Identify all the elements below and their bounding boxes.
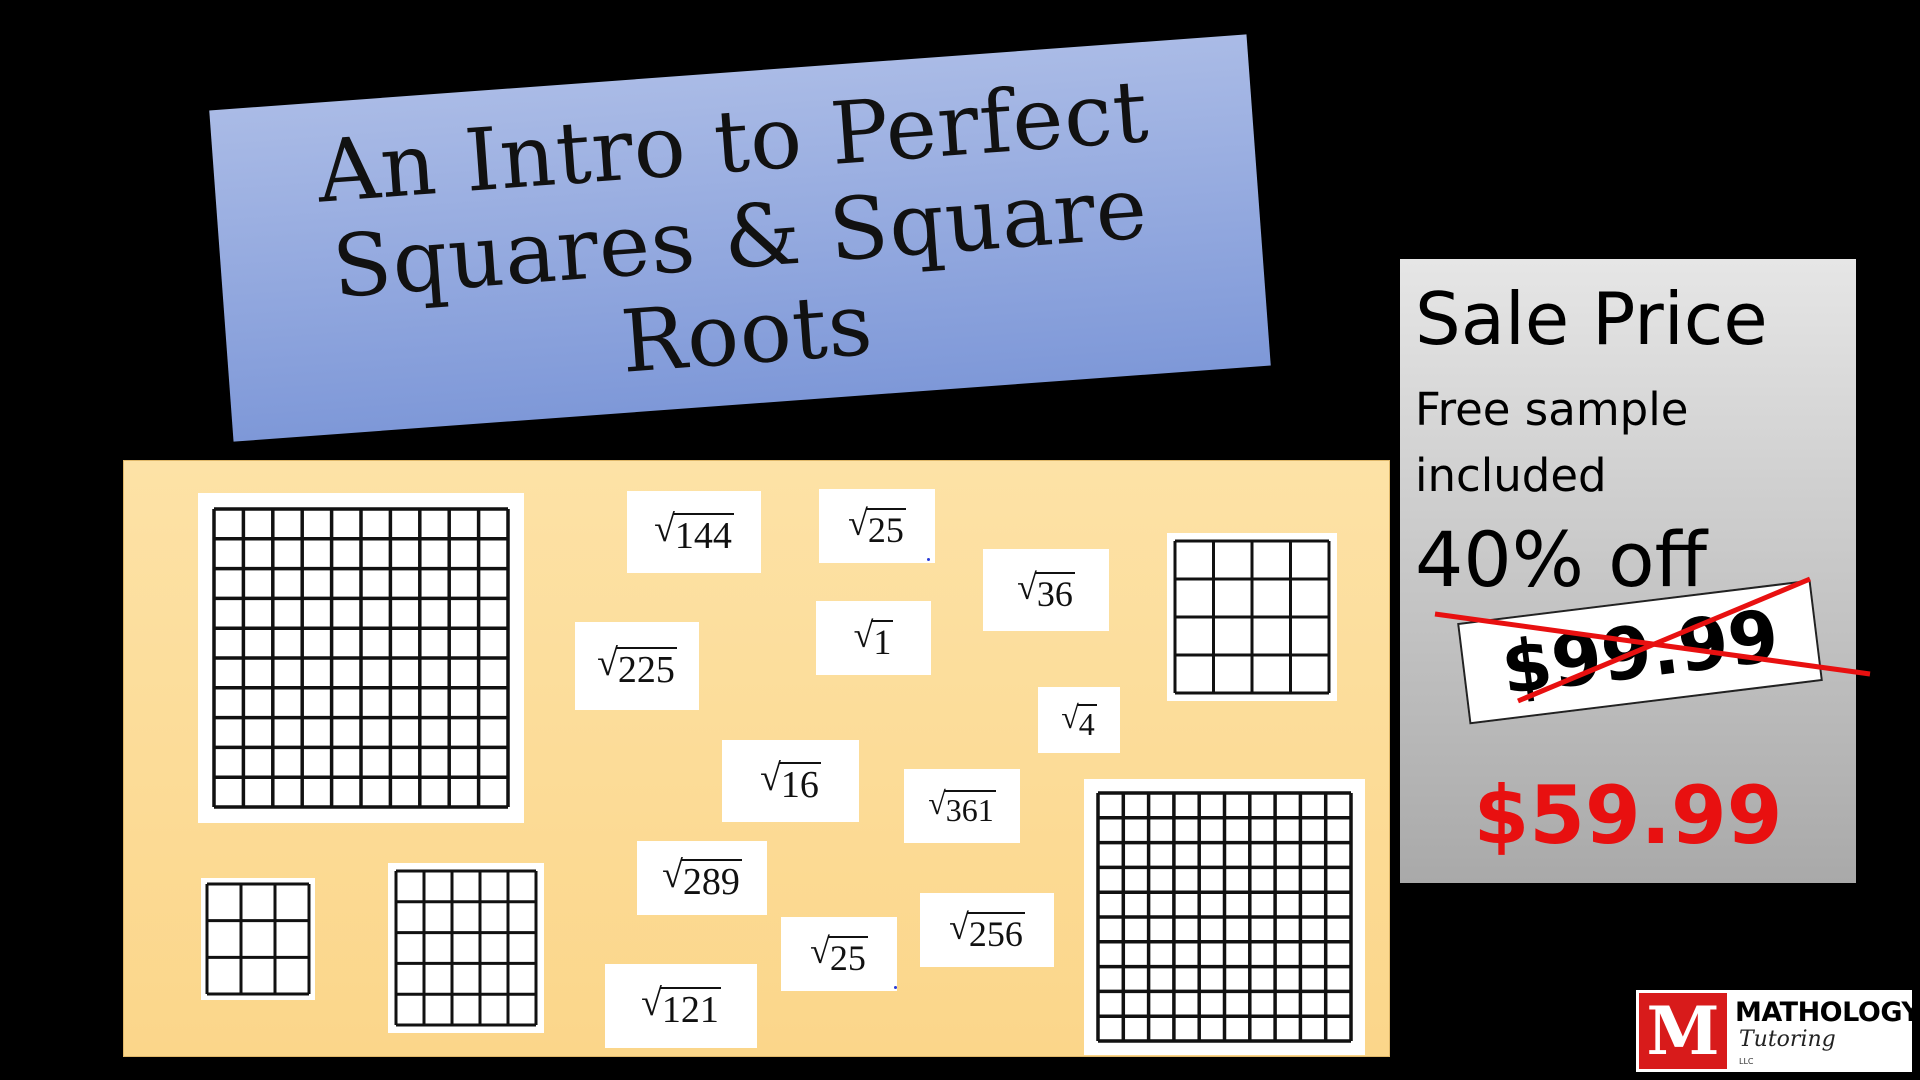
grid-10x10-icon (212, 507, 510, 809)
radical-sign: √ (597, 641, 618, 684)
square-root: √25 (848, 505, 906, 548)
grid-5x5 (388, 863, 544, 1033)
radicand: 256 (966, 911, 1025, 954)
radical-sign: √ (853, 614, 874, 655)
grid-4x4 (1167, 533, 1337, 701)
radicand: 225 (615, 646, 677, 691)
square-root: √25 (810, 933, 868, 976)
radicand: 4 (1076, 703, 1097, 742)
logo-llc: LLC (1739, 1057, 1754, 1066)
strike-through-icon (1434, 576, 1871, 704)
radical-sign: √ (928, 784, 946, 821)
free-sample-note: Free sample included (1415, 383, 1689, 502)
radical-sign: √ (654, 507, 675, 550)
mathology-logo: M MATHOLOGY Tutoring LLC (1636, 990, 1920, 1072)
radical-sign: √ (641, 981, 662, 1024)
root-card: √1 (816, 601, 931, 675)
radicand: 25 (827, 935, 868, 978)
grid-5x5-icon (394, 869, 538, 1027)
radicand: 121 (659, 986, 721, 1031)
root-card: √4 (1038, 687, 1120, 753)
radical-sign: √ (810, 930, 830, 971)
strike-line (1517, 576, 1811, 704)
radical-sign: √ (1017, 566, 1037, 607)
radical-sign: √ (760, 756, 781, 799)
grid-3x3-icon (205, 882, 311, 996)
square-root: √16 (760, 759, 821, 804)
radical-sign: √ (662, 853, 683, 896)
grid-3x3 (201, 878, 315, 1000)
title-banner: An Intro to Perfect Squares & Square Roo… (209, 34, 1271, 442)
root-card: √121 (605, 964, 757, 1048)
square-root: √1 (854, 617, 894, 660)
radical-sign: √ (848, 502, 868, 543)
root-card: √16 (722, 740, 859, 822)
radicand: 361 (943, 789, 996, 828)
activity-board: √144 √25 √36 √225 √1 √4 √16 √361 √289 √2… (123, 460, 1390, 1057)
logo-brand: MATHOLOGY (1735, 997, 1920, 1028)
page-title: An Intro to Perfect Squares & Square Roo… (313, 61, 1153, 393)
square-root: √289 (662, 856, 742, 901)
stray-dot (927, 558, 930, 561)
radicand: 36 (1034, 571, 1075, 614)
grid-4x4-icon (1173, 539, 1331, 695)
square-root: √121 (641, 984, 721, 1029)
stray-dot (894, 986, 897, 989)
grid-10x10-small (1084, 779, 1365, 1055)
root-card: √144 (627, 491, 761, 573)
root-card: √25 (819, 489, 935, 563)
sale-price-heading: Sale Price (1415, 277, 1768, 361)
logo-m-icon: M (1639, 992, 1727, 1070)
square-root: √256 (949, 909, 1025, 952)
square-root: √361 (928, 787, 996, 826)
radical-sign: √ (1061, 698, 1079, 735)
price-panel: Sale Price Free sample included 40% off … (1400, 259, 1871, 883)
root-card: √289 (637, 841, 767, 915)
root-card: √256 (920, 893, 1054, 967)
radicand: 16 (778, 761, 821, 806)
square-root: √36 (1017, 569, 1075, 612)
square-root: √4 (1061, 701, 1097, 740)
radicand: 1 (871, 619, 894, 662)
grid-10x10-large (198, 493, 524, 823)
radical-sign: √ (949, 906, 969, 947)
root-card: √36 (983, 549, 1109, 631)
grid-10x10-icon (1096, 791, 1353, 1043)
root-card: √361 (904, 769, 1020, 843)
root-card: √25 (781, 917, 897, 991)
discount-label: 40% off (1415, 515, 1707, 604)
logo-text: MATHOLOGY Tutoring LLC (1735, 991, 1920, 1071)
radicand: 289 (680, 858, 742, 903)
square-root: √225 (597, 644, 677, 689)
sale-price: $59.99 (1473, 769, 1783, 862)
radicand: 25 (865, 507, 906, 550)
logo-subtitle: Tutoring (1739, 1027, 1836, 1052)
radicand: 144 (672, 512, 734, 557)
root-card: √225 (575, 622, 699, 710)
square-root: √144 (654, 510, 734, 555)
